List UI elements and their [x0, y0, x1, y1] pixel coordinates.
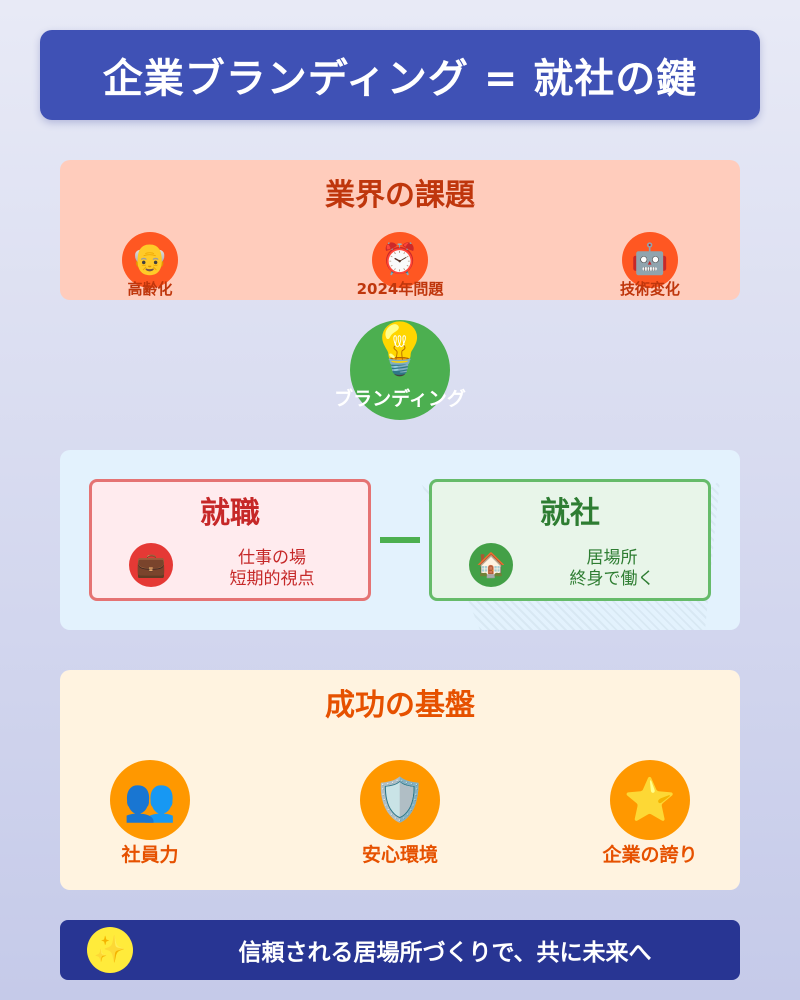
branding-label: ブランディング: [334, 388, 466, 410]
robot-icon: 🤖: [622, 232, 678, 288]
sparkles-icon: ✨: [87, 927, 133, 973]
star-icon: ⭐: [610, 760, 690, 840]
success-label: 企業の誇り: [602, 844, 698, 866]
success-item-staff: 👥 社員力: [70, 760, 230, 867]
shushoku-description: 仕事の場 短期的視点: [202, 548, 342, 590]
title-banner: 企業ブランディング = 就社の鍵: [40, 30, 760, 120]
briefcase-icon: 💼: [129, 543, 173, 587]
footer-banner: ✨ 信頼される居場所づくりで、共に未来へ: [60, 920, 740, 980]
success-item-safety: 🛡️ 安心環境: [320, 760, 480, 867]
industry-challenges-panel: 業界の課題 👴 高齢化 ⏰ 2024年問題 🤖 技術変化: [60, 160, 740, 300]
success-title: 成功の基盤: [325, 688, 475, 723]
elderly-person-icon: 👴: [122, 232, 178, 288]
branding-circle: 💡: [350, 320, 450, 420]
challenge-item-tech: 🤖 技術変化: [590, 232, 710, 299]
success-label: 安心環境: [361, 844, 438, 866]
people-icon: 👥: [110, 760, 190, 840]
challenge-item-aging: 👴 高齢化: [90, 232, 210, 299]
challenges-title: 業界の課題: [325, 178, 475, 213]
shusha-description: 居場所 終身で働く: [542, 548, 682, 590]
success-foundation-panel: 成功の基盤 👥 社員力 🛡️ 安心環境 ⭐ 企業の誇り: [60, 670, 740, 890]
shusha-line-1: 居場所: [586, 548, 638, 568]
shusha-line-2: 終身で働く: [569, 569, 655, 589]
success-label: 社員力: [121, 844, 179, 866]
shield-icon: 🛡️: [360, 760, 440, 840]
shusha-card: 就社 🏠 居場所 終身で働く: [429, 479, 711, 601]
challenge-label: 高齢化: [127, 280, 173, 298]
shushoku-line-1: 仕事の場: [238, 548, 306, 568]
challenge-label: 技術変化: [619, 280, 680, 298]
shusha-title: 就社: [540, 496, 600, 531]
shushoku-line-2: 短期的視点: [229, 569, 315, 589]
light-bulb-icon: 💡: [368, 320, 432, 378]
challenge-label: 2024年問題: [356, 280, 444, 298]
success-item-pride: ⭐ 企業の誇り: [570, 760, 730, 867]
challenge-item-2024: ⏰ 2024年問題: [340, 232, 460, 299]
comparison-connector: [380, 537, 420, 543]
house-icon: 🏠: [469, 543, 513, 587]
alarm-clock-icon: ⏰: [372, 232, 428, 288]
shushoku-card: 就職 💼 仕事の場 短期的視点: [89, 479, 371, 601]
footer-message: 信頼される居場所づくりで、共に未来へ: [238, 940, 652, 966]
shushoku-title: 就職: [200, 496, 260, 531]
page-title: 企業ブランディング = 就社の鍵: [102, 56, 698, 102]
